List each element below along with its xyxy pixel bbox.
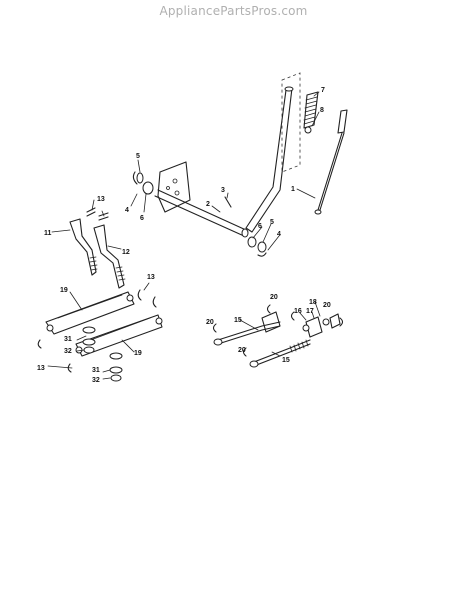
- callout-20-d: 20: [238, 347, 246, 354]
- lift-arm-lower: [75, 314, 163, 357]
- callout-13-top: 13: [97, 196, 105, 203]
- lift-link-right: [93, 224, 126, 289]
- callout-8: 8: [320, 107, 324, 114]
- callout-31-lower: 31: [92, 367, 100, 374]
- callout-5-right: 5: [270, 219, 274, 226]
- lift-link-left: [69, 218, 98, 276]
- lift-lever: [245, 72, 319, 233]
- callout-5-left: 5: [136, 153, 140, 160]
- callout-32-lower: 32: [92, 377, 100, 384]
- callout-17: 17: [306, 308, 314, 315]
- clips-20: [212, 304, 344, 357]
- hardware-stack-lower: [109, 352, 123, 382]
- callout-4-right: 4: [277, 231, 281, 238]
- callout-16: 16: [294, 308, 302, 315]
- clips-upper: [86, 207, 109, 221]
- shaft-right-end: [247, 236, 267, 257]
- callout-1: 1: [291, 186, 295, 193]
- callout-19-lower: 19: [134, 350, 142, 357]
- handle-rod: [314, 109, 348, 215]
- callout-12: 12: [122, 249, 130, 256]
- watermark-text: AppliancePartsPros.com: [159, 4, 308, 18]
- leader-lines: [47, 91, 321, 380]
- callout-20-b: 20: [206, 319, 214, 326]
- callout-18: 18: [309, 299, 317, 306]
- lift-arm-upper: [45, 291, 135, 335]
- callout-2: 2: [206, 201, 210, 208]
- adjust-rod-lower: [249, 339, 311, 368]
- callout-32-upper: 32: [64, 348, 72, 355]
- callout-6-right: 6: [258, 223, 262, 230]
- callout-15-lower: 15: [282, 357, 290, 364]
- callout-20-a: 20: [270, 294, 278, 301]
- callout-31-upper: 31: [64, 336, 72, 343]
- callout-labels: 1 2 3 4 4 5 5 6 6 7 8 11 12 13 13 13 15 …: [37, 87, 331, 384]
- hardware-stack-upper: [82, 326, 96, 354]
- callout-3: 3: [221, 187, 225, 194]
- callout-20-c: 20: [323, 302, 331, 309]
- shaft-left-end: [132, 171, 154, 195]
- callout-7: 7: [321, 87, 325, 94]
- callout-4-left: 4: [125, 207, 129, 214]
- trunnion-assembly: [302, 313, 341, 338]
- callout-11: 11: [44, 230, 52, 237]
- callout-19-upper: 19: [60, 287, 68, 294]
- callout-6-left: 6: [140, 215, 144, 222]
- cross-shaft: [154, 189, 249, 238]
- callout-13-bottom: 13: [37, 365, 45, 372]
- clips-lower: [37, 289, 157, 373]
- callout-13-mid: 13: [147, 274, 155, 281]
- pin: [224, 196, 232, 208]
- callout-15-upper: 15: [234, 317, 242, 324]
- adjust-rod-upper: [213, 311, 281, 346]
